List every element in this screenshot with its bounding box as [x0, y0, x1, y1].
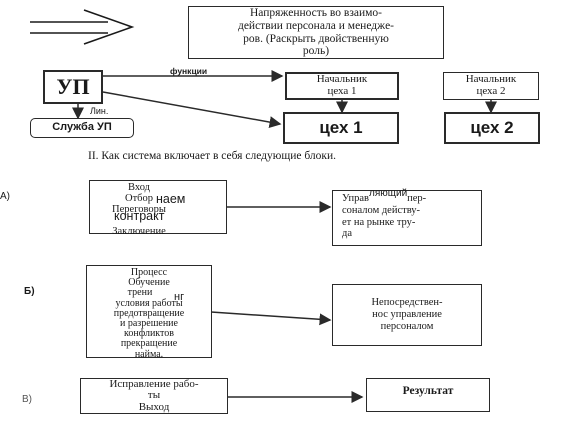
block-a-overlay-naem: наем [156, 192, 186, 206]
block-b-line-5: предотвращение [113, 307, 185, 319]
lin-label: Лин. [90, 106, 109, 116]
block-b-right-line-2: нос управление [372, 309, 442, 321]
chief1-box: Начальник цеха 1 [285, 72, 399, 100]
tension-line-1: Напряженность во взаимо- [249, 7, 382, 20]
block-b-letter: Б) [24, 286, 35, 297]
block-a-right-line-4: да [342, 228, 353, 240]
service-box: Служба УП [30, 118, 134, 138]
block-b-line-1: Процесс [130, 267, 168, 278]
chief2-line-2: цеха 2 [476, 85, 506, 97]
block-a-right-text: Управляющийпер- соналом действу- ет на р… [342, 188, 482, 240]
block-b-line-9: найма. [134, 348, 164, 360]
block-a-right-part1: Управ [342, 193, 369, 204]
block-a-right-part2: пер- [407, 193, 427, 204]
block-a-left-box [89, 180, 227, 234]
shop2-label: цех 2 [470, 118, 514, 138]
block-c-line-2: ты [147, 389, 161, 402]
chief1-line-2: цеха 1 [327, 85, 357, 97]
block-b-line-6: и разрешение [120, 317, 178, 329]
block-c-left-box: Исправление рабо- ты Выход [80, 378, 228, 414]
chief2-box: Начальник цеха 2 [443, 72, 539, 100]
block-a-right-line-3: ет на рынке тру- [342, 216, 416, 228]
block-a-right-box [332, 190, 482, 246]
arrow-block-b [210, 311, 332, 326]
block-b-overlay-ng: нг [174, 291, 185, 303]
block-c-line-1: Исправление рабо- [109, 377, 199, 390]
block-c-letter: В) [22, 394, 32, 405]
block-b-right-box: Непосредствен- нос управление персоналом [332, 284, 482, 346]
block-b-left-text: Процесс Обучение трени условия работы пр… [86, 267, 212, 360]
section-heading: II. Как система включает в себя следующи… [88, 150, 336, 162]
block-b-line-7: конфликтов [124, 328, 174, 340]
tension-line-4: роль) [302, 45, 330, 58]
block-a-letter: А) [0, 191, 10, 202]
block-a-line-1: Вход [127, 182, 150, 193]
functions-label: функции [170, 66, 208, 76]
shop1-box: цех 1 [283, 112, 399, 144]
service-box-label: Служба УП [52, 121, 112, 134]
block-c-right-box: Результат [366, 378, 490, 412]
block-a-right-line-2: соналом действу- [342, 204, 421, 216]
chief2-line-1: Начальник [465, 73, 517, 86]
chief1-line-1: Начальник [316, 73, 368, 86]
block-b-left-box [86, 265, 212, 358]
shop1-label: цех 1 [319, 118, 363, 138]
block-b-line-2: Обучение [128, 277, 170, 289]
block-b-line-4: условия работы [115, 297, 183, 309]
up-box: УП [43, 70, 103, 104]
tension-box: Напряженность во взаимо- действии персон… [188, 6, 444, 59]
arrow-up-to-shop1 [102, 91, 282, 129]
block-b-line-3: трени [127, 287, 153, 299]
block-a-line-4: Заключение [112, 226, 166, 238]
block-a-left-text: Вход Отбор Переговоры Заключение [89, 182, 189, 237]
block-a-line-3: Переговоры [112, 204, 166, 216]
block-b-right-line-1: Непосредствен- [371, 297, 443, 309]
up-box-label: УП [56, 74, 90, 100]
block-c-line-3: Выход [138, 400, 170, 413]
block-b-line-8: прекращение [120, 338, 178, 350]
tension-line-2: действии персонала и менеджe- [237, 19, 395, 32]
block-a-line-2: Отбор [124, 193, 153, 205]
block-b-right-line-3: персоналом [380, 320, 434, 332]
block-a-overlay-contract: контракт [114, 209, 165, 223]
tension-line-3: ров. (Раскрыть двойственную [243, 32, 389, 45]
double-arrow-icon [30, 9, 135, 45]
shop2-box: цех 2 [444, 112, 540, 144]
block-a-right-overlay: ляющий [369, 188, 408, 199]
block-c-right-label: Результат [402, 385, 454, 397]
